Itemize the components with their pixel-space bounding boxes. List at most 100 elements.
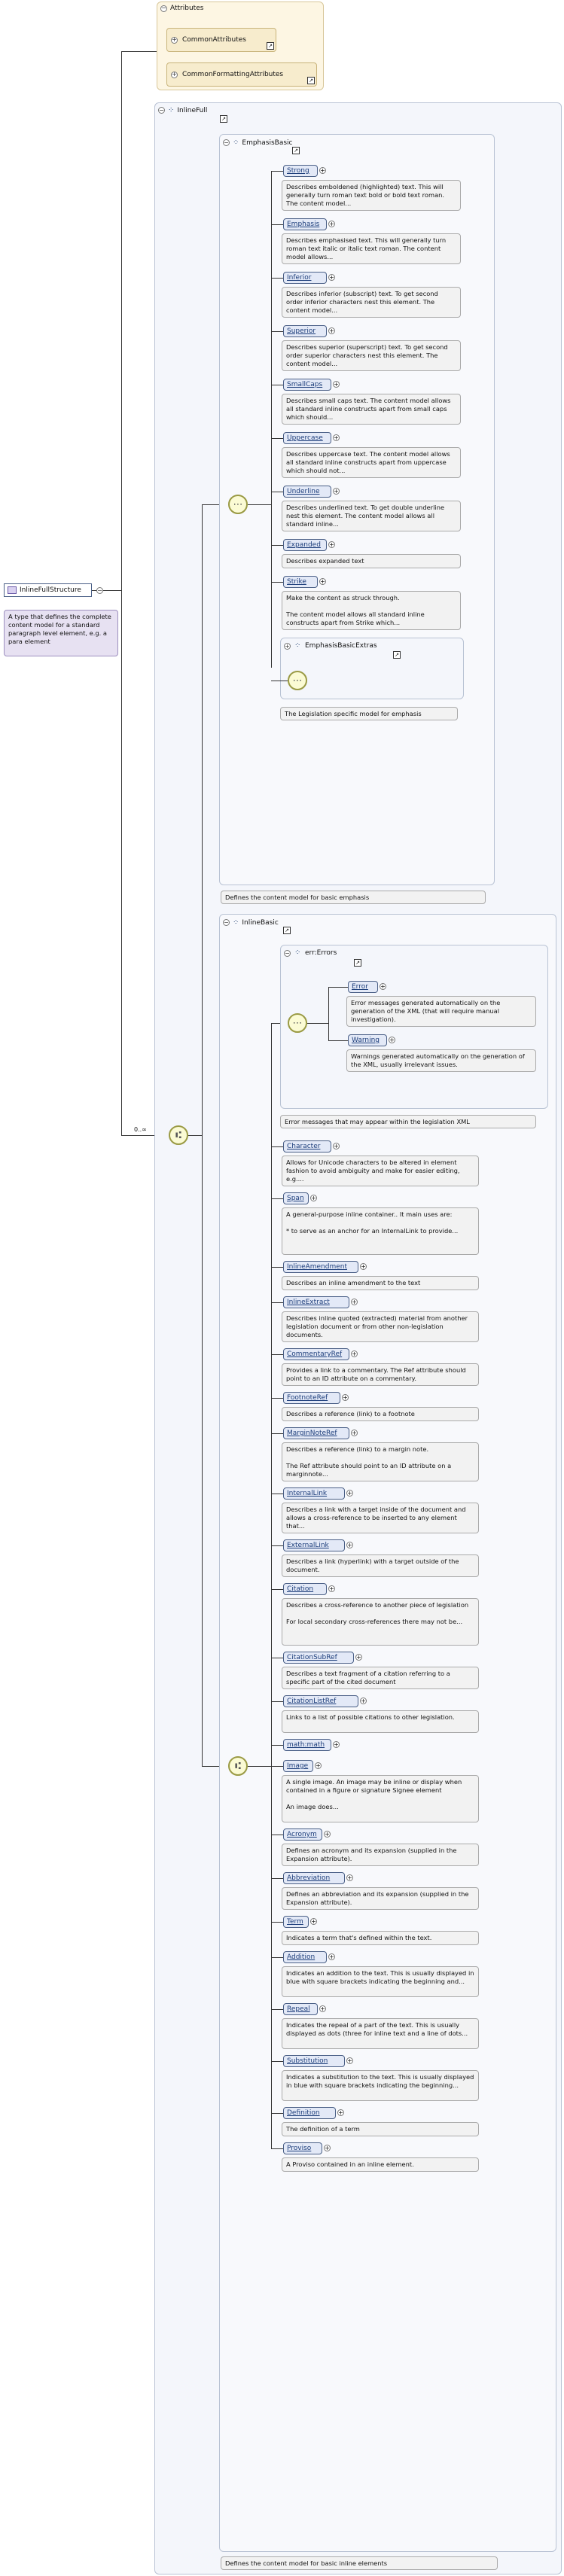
emphasis-basic-extras-expand-toggle[interactable]: + <box>284 642 291 650</box>
element-warning[interactable]: Warning <box>348 1034 387 1046</box>
element-note: Describes inline quoted (extracted) mate… <box>282 1311 479 1342</box>
inline-full-title: InlineFull <box>177 106 208 114</box>
element-uppercase[interactable]: Uppercase <box>283 432 331 444</box>
expand-icon[interactable]: + <box>324 2145 331 2151</box>
expand-icon[interactable]: + <box>351 1350 358 1357</box>
expand-icon[interactable]: + <box>355 1654 362 1661</box>
element-image[interactable]: Image <box>283 1760 313 1772</box>
element-strong[interactable]: Strong <box>283 165 318 177</box>
element-definition[interactable]: Definition <box>283 2107 336 2119</box>
expand-icon[interactable]: + <box>315 1762 322 1769</box>
expand-icon[interactable]: + <box>380 983 386 990</box>
element-inlineamendment[interactable]: InlineAmendment <box>283 1261 358 1273</box>
element-strike[interactable]: Strike <box>283 576 318 588</box>
expand-icon[interactable]: + <box>328 1953 335 1960</box>
expand-icon[interactable]: + <box>351 1430 358 1436</box>
element-note: Describes a link with a target inside of… <box>282 1503 479 1533</box>
element-note: Describes expanded text <box>282 554 461 568</box>
expand-icon[interactable]: + <box>319 2005 326 2012</box>
root-element[interactable]: InlineFullStructure <box>4 583 92 597</box>
attributes-expand-toggle[interactable]: − <box>160 5 167 12</box>
expand-icon[interactable]: + <box>328 327 335 334</box>
inline-full-expand-toggle[interactable]: − <box>158 106 165 114</box>
jump-link-icon[interactable]: ↗ <box>267 42 274 50</box>
sequence-compositor-icon[interactable]: ⋯ <box>228 495 248 514</box>
element-repeal[interactable]: Repeal <box>283 2003 318 2015</box>
connector-line <box>271 1766 283 1767</box>
element-commentaryref[interactable]: CommentaryRef <box>283 1348 349 1360</box>
expand-icon[interactable]: + <box>333 434 340 441</box>
element-emphasis[interactable]: Emphasis <box>283 218 327 230</box>
expand-icon[interactable]: + <box>337 2109 344 2116</box>
element-math-math[interactable]: math:math <box>283 1739 331 1751</box>
jump-link-icon[interactable]: ↗ <box>283 927 291 934</box>
jump-link-icon[interactable]: ↗ <box>393 651 401 659</box>
expand-icon[interactable]: + <box>342 1394 349 1401</box>
element-addition[interactable]: Addition <box>283 1951 327 1963</box>
expand-icon[interactable]: + <box>328 274 335 281</box>
element-proviso[interactable]: Proviso <box>283 2142 322 2154</box>
sequence-compositor-icon[interactable]: ⋯ <box>288 1013 307 1033</box>
element-span[interactable]: Span <box>283 1192 309 1204</box>
element-abbreviation[interactable]: Abbreviation <box>283 1872 345 1884</box>
expand-icon[interactable]: + <box>324 1831 331 1838</box>
root-expand-toggle[interactable]: − <box>96 586 103 594</box>
element-citationsubref[interactable]: CitationSubRef <box>283 1652 354 1664</box>
group-icon: ⁘ <box>168 106 175 114</box>
element-citation[interactable]: Citation <box>283 1583 327 1595</box>
element-term[interactable]: Term <box>283 1916 309 1928</box>
errors-expand-toggle[interactable]: − <box>284 949 291 957</box>
expand-icon[interactable]: + <box>360 1698 367 1704</box>
expand-icon[interactable]: + <box>333 381 340 388</box>
expand-icon[interactable]: + <box>319 578 326 585</box>
expand-icon[interactable]: + <box>346 2057 353 2064</box>
element-expanded[interactable]: Expanded <box>283 539 327 551</box>
element-smallcaps[interactable]: SmallCaps <box>283 379 331 391</box>
expand-icon[interactable]: + <box>351 1299 358 1305</box>
connector-line <box>271 545 283 546</box>
element-externallink[interactable]: ExternalLink <box>283 1539 345 1551</box>
expand-icon[interactable]: + <box>328 541 335 548</box>
sequence-compositor-icon[interactable]: ⋯ <box>288 671 307 690</box>
element-internallink[interactable]: InternalLink <box>283 1487 345 1500</box>
attribute-group-common-attributes[interactable]: + CommonAttributes ↗ <box>166 28 276 52</box>
expand-icon[interactable]: + <box>310 1918 317 1925</box>
attribute-group-common-formatting-attributes[interactable]: + CommonFormattingAttributes ↗ <box>166 62 317 87</box>
expand-icon[interactable]: + <box>319 167 326 174</box>
element-citationlistref[interactable]: CitationListRef <box>283 1695 358 1707</box>
expand-icon[interactable]: + <box>333 1741 340 1748</box>
element-underline[interactable]: Underline <box>283 486 331 498</box>
expand-icon[interactable]: + <box>310 1195 317 1201</box>
jump-link-icon[interactable]: ↗ <box>220 115 227 123</box>
element-footnoteref[interactable]: FootnoteRef <box>283 1392 340 1404</box>
expand-icon[interactable]: + <box>346 1542 353 1548</box>
emphasis-basic-expand-toggle[interactable]: − <box>223 139 230 146</box>
element-inferior[interactable]: Inferior <box>283 272 327 284</box>
expand-icon[interactable]: + <box>389 1037 395 1043</box>
expand-icon[interactable]: + <box>346 1874 353 1881</box>
expand-icon[interactable]: + <box>346 1490 353 1497</box>
expand-icon[interactable]: + <box>171 36 178 44</box>
expand-icon[interactable]: + <box>171 71 178 78</box>
expand-icon[interactable]: + <box>360 1263 367 1270</box>
element-acronym[interactable]: Acronym <box>283 1828 322 1841</box>
expand-icon[interactable]: + <box>333 1143 340 1149</box>
element-inlineextract[interactable]: InlineExtract <box>283 1296 349 1308</box>
expand-icon[interactable]: + <box>328 221 335 227</box>
choice-compositor-icon[interactable]: ⑆ <box>169 1125 188 1145</box>
element-marginnoteref[interactable]: MarginNoteRef <box>283 1427 349 1439</box>
element-error[interactable]: Error <box>348 981 378 993</box>
expand-icon[interactable]: + <box>328 1585 335 1592</box>
jump-link-icon[interactable]: ↗ <box>292 147 300 154</box>
element-note: Describes uppercase text. The content mo… <box>282 447 461 478</box>
jump-link-icon[interactable]: ↗ <box>354 959 361 967</box>
element-substitution[interactable]: Substitution <box>283 2055 345 2067</box>
choice-compositor-icon[interactable]: ⑆ <box>228 1756 248 1776</box>
element-superior[interactable]: Superior <box>283 325 327 337</box>
expand-icon[interactable]: + <box>333 488 340 495</box>
element-character[interactable]: Character <box>283 1140 331 1153</box>
errors-title: err:Errors <box>305 949 337 957</box>
inline-basic-expand-toggle[interactable]: − <box>223 918 230 926</box>
emphasis-basic-extras-group <box>280 638 464 699</box>
jump-link-icon[interactable]: ↗ <box>307 77 315 84</box>
